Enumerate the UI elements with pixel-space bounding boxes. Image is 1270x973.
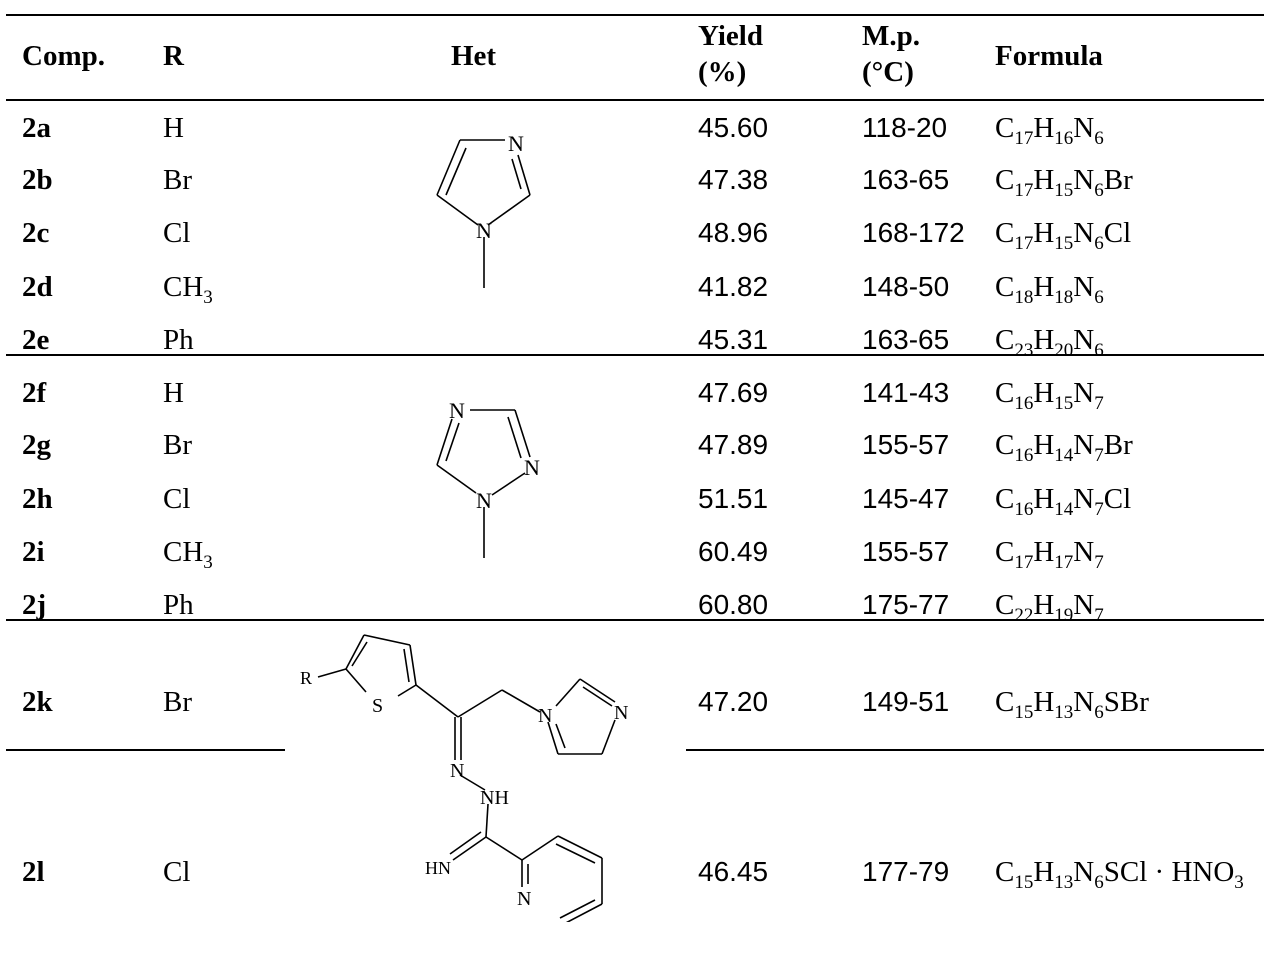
row-2d-comp: 2d — [22, 271, 53, 303]
row-2j-comp: 2j — [22, 589, 47, 621]
row-2b-comp: 2b — [22, 164, 53, 196]
triazole-n-right: N — [524, 455, 540, 480]
header-yield-line1: Yield — [698, 20, 763, 52]
structure-r-label: R — [300, 668, 312, 688]
hn-label: HN — [425, 858, 451, 878]
row-2j-mp: 175-77 — [862, 589, 950, 620]
imidazole-n3-label: N — [614, 702, 628, 724]
row-2l-comp: 2l — [22, 856, 45, 888]
row-2c-comp: 2c — [22, 217, 50, 249]
row-2l-formula: C15H13N6SCl · HNO3 — [995, 856, 1244, 893]
row-2a-mp: 118-20 — [862, 112, 948, 143]
row-2g-formula: C16H14N7Br — [995, 429, 1133, 466]
row-2d-yield: 41.82 — [698, 271, 769, 302]
imidazole-n1-label: N — [538, 705, 552, 727]
row-2d-formula: C18H18N6 — [995, 271, 1104, 308]
row-2a-r: H — [163, 112, 184, 144]
row-2h-formula: C16H14N7Cl — [995, 483, 1132, 520]
row-2c-r: Cl — [163, 217, 191, 249]
header-formula: Formula — [995, 40, 1103, 72]
row-2g-yield: 47.89 — [698, 429, 769, 460]
row-2b-r: Br — [163, 164, 192, 196]
row-2l-r: Cl — [163, 856, 191, 888]
row-2j-r: Ph — [163, 589, 194, 621]
imidazole-structure: N N — [436, 131, 531, 288]
triazole-structure: N N N — [436, 398, 540, 558]
header-comp: Comp. — [22, 40, 105, 72]
row-2j-yield: 60.80 — [698, 589, 769, 620]
header-yield-line2: (%) — [698, 56, 747, 88]
table-top-rule — [6, 14, 1264, 16]
row-2i-formula: C17H17N7 — [995, 536, 1104, 573]
row-2k-formula: C15H13N6SBr — [995, 686, 1149, 723]
imidazole-n-bottom: N — [476, 218, 492, 243]
header-r: R — [163, 40, 184, 72]
triazole-n-top: N — [449, 398, 465, 423]
row-2b-yield: 47.38 — [698, 164, 769, 195]
group2-rule — [6, 619, 1264, 621]
row-2h-mp: 145-47 — [862, 483, 950, 514]
row-2l-yield: 46.45 — [698, 856, 769, 887]
row-2e-r: Ph — [163, 324, 194, 356]
header-het: Het — [451, 40, 497, 72]
row-2a-comp: 2a — [22, 112, 51, 144]
row-2k-mp: 149-51 — [862, 686, 950, 717]
row-2l-mp: 177-79 — [862, 856, 950, 887]
row-2a-formula: C17H16N6 — [995, 112, 1104, 149]
row-2c-formula: C17H15N6Cl — [995, 217, 1132, 254]
group1-rule — [6, 354, 1264, 356]
row-2g-r: Br — [163, 429, 192, 461]
row-2f-formula: C16H15N7 — [995, 377, 1104, 414]
header-mp-line1: M.p. — [862, 20, 920, 52]
row-2i-mp: 155-57 — [862, 536, 950, 567]
row-2h-r: Cl — [163, 483, 191, 515]
row-2a-yield: 45.60 — [698, 112, 769, 143]
row-2b-mp: 163-65 — [862, 164, 950, 195]
triazole-n-bottom: N — [476, 488, 492, 513]
row-2e-comp: 2e — [22, 324, 50, 356]
row-2e-mp: 163-65 — [862, 324, 950, 355]
row-2i-r: CH3 — [163, 536, 213, 573]
row-2f-r: H — [163, 377, 184, 409]
row-2b-formula: C17H15N6Br — [995, 164, 1133, 201]
row-2f-mp: 141-43 — [862, 377, 950, 408]
nh-label: NH — [480, 787, 509, 809]
row-2i-yield: 60.49 — [698, 536, 769, 567]
pyridine-n-label: N — [517, 888, 531, 910]
thiophene-hydrazone-structure: R S N N N NH HN N — [300, 634, 628, 922]
header-mp-line2: (°C) — [862, 56, 914, 88]
row-2d-r: CH3 — [163, 271, 213, 308]
row-2c-yield: 48.96 — [698, 217, 769, 248]
row-2h-comp: 2h — [22, 483, 53, 515]
row-2e-formula: C23H20N6 — [995, 324, 1104, 361]
row-2g-mp: 155-57 — [862, 429, 950, 460]
imidazole-n-top: N — [508, 131, 524, 156]
row-2k-yield: 47.20 — [698, 686, 769, 717]
row-2k-rule-right — [686, 749, 1264, 751]
row-2e-yield: 45.31 — [698, 324, 769, 355]
row-2k-comp: 2k — [22, 686, 53, 718]
row-2h-yield: 51.51 — [698, 483, 769, 514]
hydrazone-n-label: N — [450, 760, 464, 782]
row-2k-r: Br — [163, 686, 192, 718]
row-2d-mp: 148-50 — [862, 271, 950, 302]
row-2i-comp: 2i — [22, 536, 45, 568]
header-rule — [6, 99, 1264, 101]
thiophene-s-label: S — [372, 695, 383, 717]
row-2j-formula: C22H19N7 — [995, 589, 1104, 626]
row-2c-mp: 168-172 — [862, 217, 965, 248]
row-2g-comp: 2g — [22, 429, 51, 461]
row-2k-rule-left — [6, 749, 285, 751]
row-2f-comp: 2f — [22, 377, 47, 409]
row-2f-yield: 47.69 — [698, 377, 769, 408]
